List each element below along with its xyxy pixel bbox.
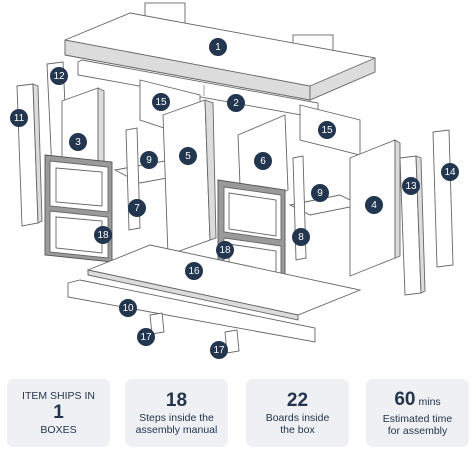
callout-circle xyxy=(128,199,146,217)
part-callout-7: 7 xyxy=(128,199,146,217)
callout-circle xyxy=(10,109,28,127)
info-card-boards: 22 Boards inside the box xyxy=(246,379,349,447)
side-panel-4-edge xyxy=(394,139,401,259)
base-rail xyxy=(67,279,316,343)
callout-circle xyxy=(50,67,68,85)
callout-number: 18 xyxy=(97,230,109,241)
callout-number: 9 xyxy=(317,188,323,199)
callout-circle xyxy=(402,177,420,195)
callout-circle xyxy=(140,151,158,169)
info-strip: ITEM SHIPS IN 1 BOXES 18 Steps inside th… xyxy=(0,372,476,453)
callout-circle xyxy=(185,262,203,280)
part-callout-10: 10 xyxy=(119,299,137,317)
time-unit: mins xyxy=(418,396,441,408)
callout-circle xyxy=(216,241,234,259)
side-panel-3-edge xyxy=(97,87,105,171)
callout-number: 3 xyxy=(75,137,81,148)
callout-number: 2 xyxy=(233,98,239,109)
callout-number: 6 xyxy=(260,156,266,167)
part-callout-18: 18 xyxy=(216,241,234,259)
divider-5-edge xyxy=(204,99,217,241)
door-left-lower-glass xyxy=(55,216,103,254)
callout-circle xyxy=(318,121,336,139)
part-callout-12: 12 xyxy=(50,67,68,85)
part-callout-2: 2 xyxy=(227,94,245,112)
part-callout-15: 15 xyxy=(152,93,170,111)
callout-number: 4 xyxy=(371,200,377,211)
callout-number: 18 xyxy=(219,245,231,256)
callout-circle xyxy=(227,94,245,112)
callout-circle xyxy=(179,147,197,165)
part-callout-17: 17 xyxy=(210,341,228,359)
callout-number: 10 xyxy=(122,303,134,314)
info-card-steps: 18 Steps inside the assembly manual xyxy=(125,379,228,447)
callout-number: 13 xyxy=(405,181,417,192)
callout-circle xyxy=(119,299,137,317)
callout-number: 12 xyxy=(53,71,65,82)
callout-number: 14 xyxy=(444,167,456,178)
part-callout-3: 3 xyxy=(69,133,87,151)
part-callout-16: 16 xyxy=(185,262,203,280)
part-callout-1: 1 xyxy=(209,38,227,56)
part-callout-6: 6 xyxy=(254,152,272,170)
part-callout-9: 9 xyxy=(311,184,329,202)
callout-number: 11 xyxy=(14,113,25,124)
boxes-count: 1 xyxy=(53,402,64,423)
callout-number: 5 xyxy=(185,151,191,162)
foot-left xyxy=(149,312,165,335)
callout-circle xyxy=(292,228,310,246)
boxes-top-text: ITEM SHIPS IN xyxy=(22,390,95,402)
callout-circle xyxy=(254,152,272,170)
info-card-boxes: ITEM SHIPS IN 1 BOXES xyxy=(7,379,110,447)
callout-circle xyxy=(94,226,112,244)
part-callout-11: 11 xyxy=(10,109,28,127)
boxes-bottom-text: BOXES xyxy=(40,424,77,436)
callout-number: 8 xyxy=(298,232,304,243)
callout-circle xyxy=(365,196,383,214)
door-left-upper-glass xyxy=(55,167,103,207)
callout-number: 7 xyxy=(134,203,140,214)
callout-circle xyxy=(441,163,459,181)
leg-11-side xyxy=(32,83,43,224)
part-callout-9: 9 xyxy=(140,151,158,169)
steps-count: 18 xyxy=(165,390,188,411)
boards-text: Boards inside the box xyxy=(265,412,330,436)
callout-number: 1 xyxy=(215,42,221,53)
callout-number: 9 xyxy=(146,155,152,166)
callout-number: 17 xyxy=(140,332,152,343)
door-right-upper-glass xyxy=(228,192,277,237)
bottom-board-edge xyxy=(87,269,299,321)
boards-count: 22 xyxy=(286,390,309,411)
steps-text: Steps inside the assembly manual xyxy=(135,412,218,436)
callout-number: 15 xyxy=(321,125,333,136)
leg-14 xyxy=(432,129,454,268)
part-callout-14: 14 xyxy=(441,163,459,181)
callout-number: 17 xyxy=(213,345,225,356)
divider-panel-5 xyxy=(162,99,211,256)
callout-circle xyxy=(210,341,228,359)
part-callout-5: 5 xyxy=(179,147,197,165)
part-callout-15: 15 xyxy=(318,121,336,139)
time-value: 60 xyxy=(394,389,416,410)
time-text: Estimated time for assembly xyxy=(382,413,453,437)
callout-circle xyxy=(69,133,87,151)
callout-number: 16 xyxy=(188,266,200,277)
callout-circle xyxy=(209,38,227,56)
part-callout-18: 18 xyxy=(94,226,112,244)
callout-circle xyxy=(152,93,170,111)
callout-circle xyxy=(137,328,155,346)
callout-circle xyxy=(311,184,329,202)
top-board-side xyxy=(309,57,376,101)
part-callout-8: 8 xyxy=(292,228,310,246)
part-callout-17: 17 xyxy=(137,328,155,346)
part-callout-13: 13 xyxy=(402,177,420,195)
callout-number: 15 xyxy=(155,97,167,108)
part-callout-4: 4 xyxy=(365,196,383,214)
